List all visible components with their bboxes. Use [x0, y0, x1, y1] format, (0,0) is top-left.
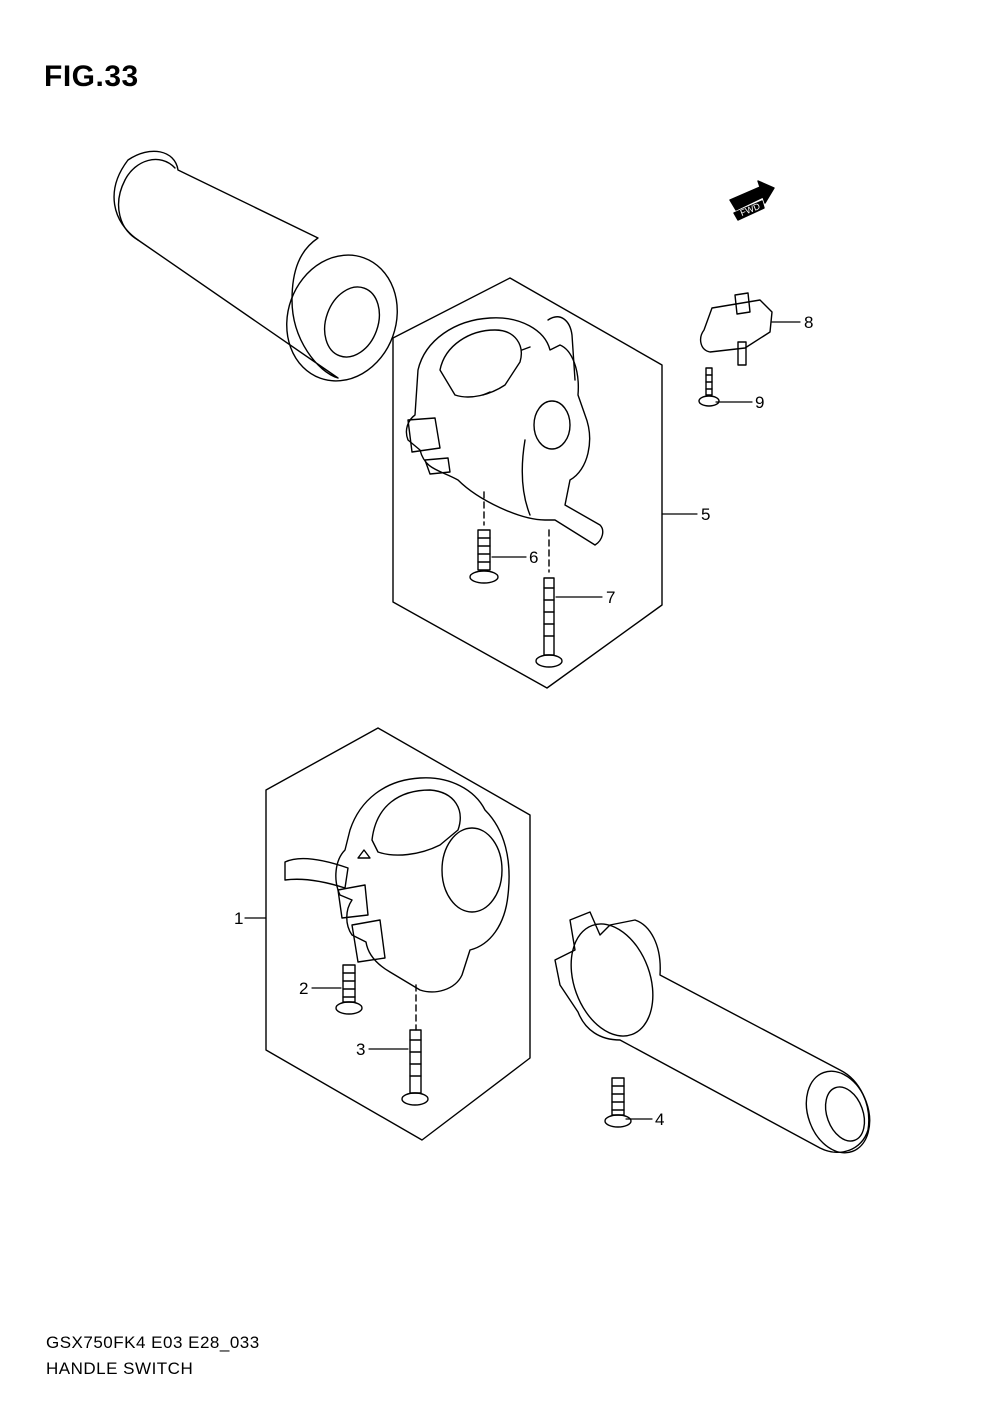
- callout-4: 4: [655, 1110, 664, 1129]
- fwd-direction-badge: FWD: [729, 180, 775, 221]
- switch-8: [699, 292, 773, 366]
- screw-4: [604, 1077, 632, 1128]
- left-handle-switch: [284, 777, 510, 993]
- assembly-1-outline: [265, 727, 531, 1141]
- figure-code: GSX750FK4 E03 E28_033: [46, 1333, 260, 1352]
- callout-2: 2: [299, 979, 308, 998]
- figure-title: FIG.33: [44, 60, 139, 93]
- callout-5: 5: [701, 505, 710, 524]
- callout-3: 3: [356, 1040, 365, 1059]
- assembly-5-outline: [392, 277, 663, 689]
- screw-3: [401, 984, 429, 1106]
- left-grip: [113, 150, 398, 382]
- right-handle-switch: [405, 316, 604, 546]
- callout-8: 8: [804, 313, 813, 332]
- screw-9: [698, 367, 720, 407]
- callout-9: 9: [755, 393, 764, 412]
- callout-7: 7: [606, 588, 615, 607]
- callout-1: 1: [234, 909, 243, 928]
- figure-name: HANDLE SWITCH: [46, 1359, 194, 1378]
- screw-2: [335, 964, 363, 1015]
- screw-7: [535, 529, 563, 668]
- screw-6: [469, 491, 499, 584]
- right-grip: [554, 911, 871, 1154]
- callout-leaders: [244, 321, 801, 1120]
- callout-6: 6: [529, 548, 538, 567]
